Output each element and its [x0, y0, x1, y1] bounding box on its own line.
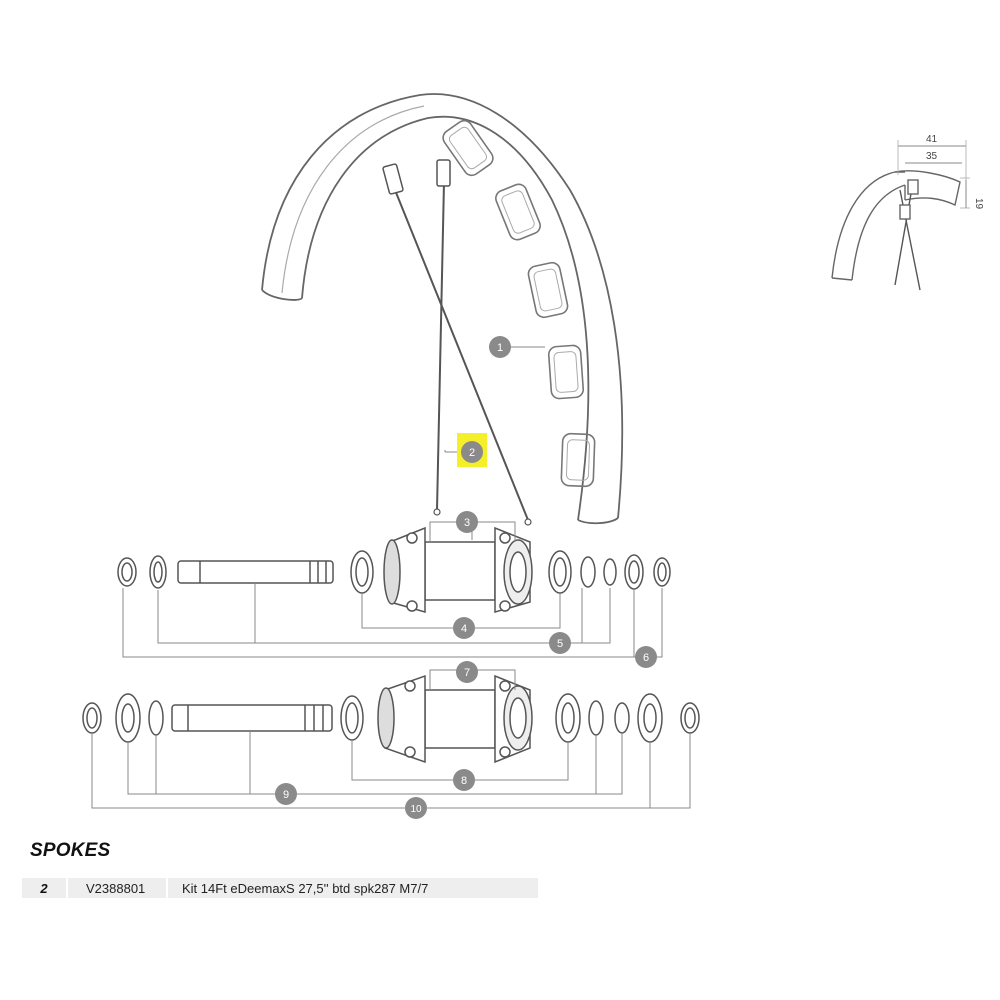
dim-outer-width: 41 — [926, 134, 938, 145]
callout-3[interactable]: 3 — [456, 511, 478, 533]
callout-10[interactable]: 10 — [405, 797, 427, 819]
callout-5-label: 5 — [557, 638, 563, 650]
callout-2[interactable]: 2 — [461, 441, 483, 463]
row-divider — [66, 878, 68, 898]
parts-table-row[interactable]: 2 V2388801 Kit 14Ft eDeemaxS 27,5'' btd … — [22, 878, 538, 898]
dim-height: 19 — [973, 198, 984, 210]
callout-9-label: 9 — [283, 789, 289, 801]
callout-8[interactable]: 8 — [453, 769, 475, 791]
section-title: SPOKES — [30, 840, 111, 861]
callout-8-label: 8 — [461, 775, 467, 787]
callout-1-label: 1 — [497, 342, 503, 354]
part-number: 2 — [40, 880, 48, 896]
callout-9[interactable]: 9 — [275, 783, 297, 805]
callout-1[interactable]: 1 — [489, 336, 511, 358]
rim-drawing — [261, 93, 624, 525]
lower-hub-assembly — [82, 674, 700, 764]
callout-4-label: 4 — [461, 623, 467, 635]
rim-profile-detail — [831, 140, 970, 291]
row-divider — [166, 878, 168, 898]
part-description: Kit 14Ft eDeemaxS 27,5'' btd spk287 M7/7 — [182, 880, 429, 896]
callout-4[interactable]: 4 — [453, 617, 475, 639]
callout-10-label: 10 — [410, 804, 422, 815]
upper-hub-assembly — [117, 526, 671, 613]
callout-2-label: 2 — [469, 447, 475, 459]
dim-inner-width: 35 — [926, 151, 938, 162]
callout-7-label: 7 — [464, 667, 470, 679]
callout-7[interactable]: 7 — [456, 661, 478, 683]
callout-3-label: 3 — [464, 517, 470, 529]
callout-5[interactable]: 5 — [549, 632, 571, 654]
spokes-drawing — [382, 159, 532, 526]
callout-6-label: 6 — [643, 652, 649, 664]
callout-6[interactable]: 6 — [635, 646, 657, 668]
part-code: V2388801 — [86, 880, 146, 896]
